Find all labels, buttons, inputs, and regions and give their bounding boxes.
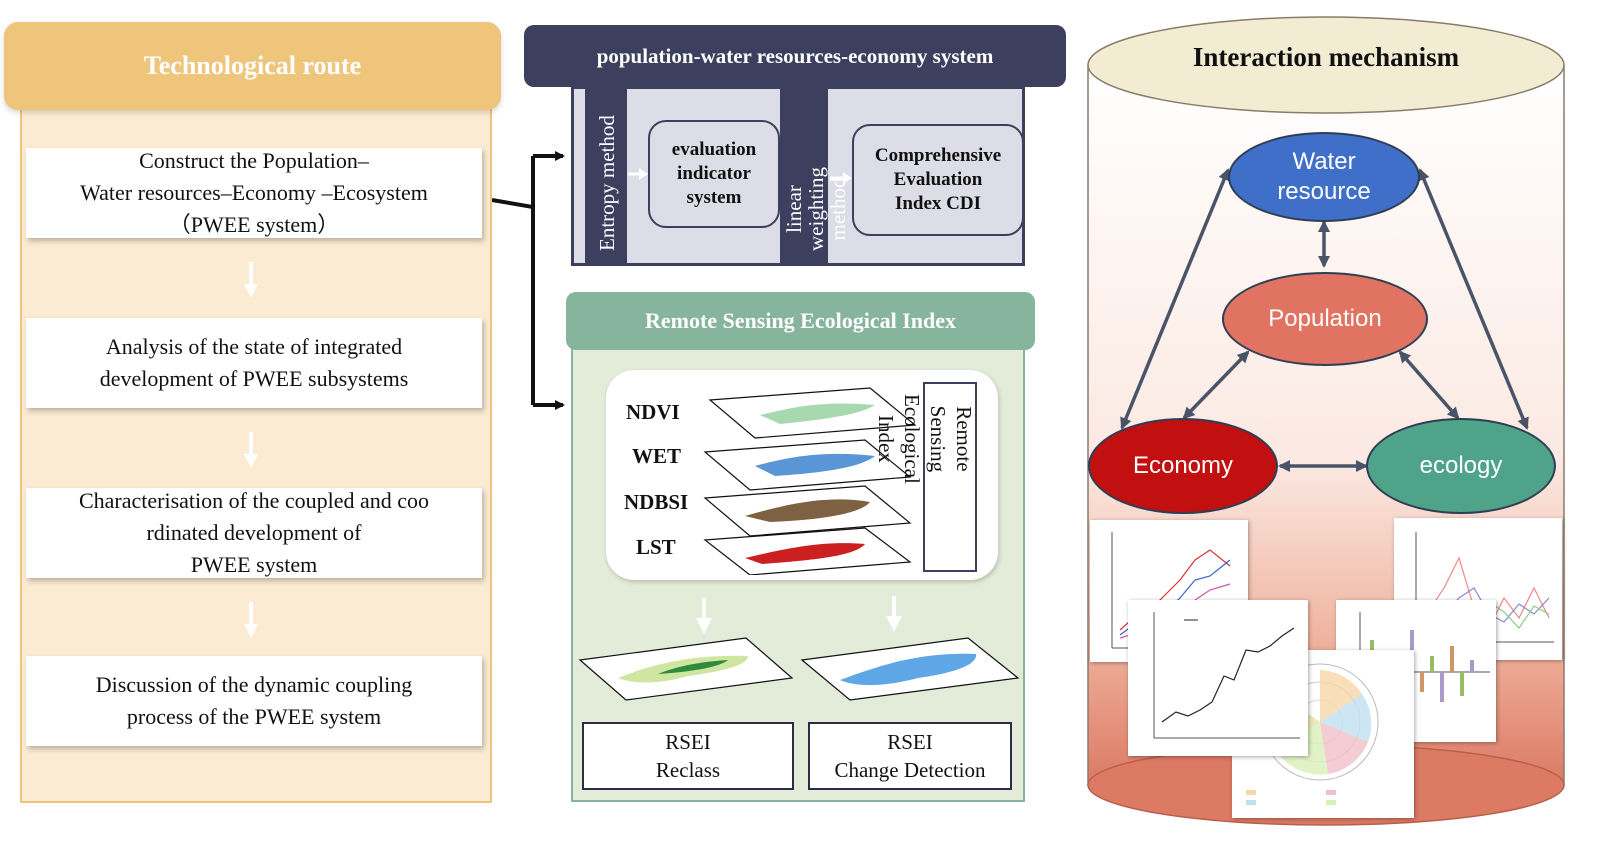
- node-economy: Economy: [1088, 418, 1278, 514]
- route-step-2: Analysis of the state of integrated deve…: [26, 318, 482, 408]
- wet-layer-map: [703, 439, 912, 491]
- node-ecology: ecology: [1366, 418, 1556, 514]
- entropy-method-label: Entropy method: [595, 115, 619, 251]
- down-arrow-icon: [886, 596, 902, 632]
- layer-label-lst: LST: [636, 535, 676, 559]
- arrow-water-economy: [1120, 168, 1230, 430]
- node-population: Population: [1222, 272, 1428, 366]
- layer-label-ndbsi: NDBSI: [624, 490, 689, 514]
- route-connector: [491, 151, 565, 410]
- route-step-4: Discussion of the dynamic coupling proce…: [26, 656, 482, 746]
- rsei-output-maps: [578, 637, 1020, 701]
- layer-label-ndvi: NDVI: [626, 400, 680, 424]
- arrow-water-ecology: [1418, 168, 1529, 430]
- arrow-right-icon: [628, 168, 648, 180]
- rsei-change-map: [800, 637, 1020, 701]
- technological-route-header: Technological route: [4, 22, 501, 110]
- pwe-system-title: population-water resources-economy syste…: [596, 43, 994, 68]
- rsei-change-detection-box: RSEI Change Detection: [808, 722, 1012, 790]
- route-step-1: Construct the Population– Water resource…: [26, 148, 482, 238]
- pwe-system-header: population-water resources-economy syste…: [524, 25, 1066, 87]
- down-arrow-icon: [244, 602, 258, 638]
- ndvi-layer-map: [708, 387, 917, 439]
- rs-layer-stack: [703, 387, 917, 575]
- route-step-3: Characterisation of the coupled and coo …: [26, 488, 482, 578]
- interaction-mechanism-title: Interaction mechanism: [1192, 42, 1460, 72]
- evaluation-indicator-box: evaluation indicator system: [648, 120, 780, 228]
- rsei-header: Remote Sensing Ecological Index: [566, 292, 1035, 350]
- down-arrow-icon: [244, 432, 258, 468]
- lst-layer-map: [703, 527, 912, 575]
- rsei-reclass-box: RSEI Reclass: [582, 722, 794, 790]
- down-arrow-icon: [244, 262, 258, 298]
- arrow-population-economy: [1182, 350, 1250, 420]
- technological-route-title: Technological route: [143, 51, 362, 80]
- arrow-population-ecology: [1398, 350, 1460, 420]
- linear-weighting-bar: linear weighting method: [780, 86, 850, 266]
- rsei-vertical-label: Remote Sensing Ecological Index: [874, 394, 976, 484]
- rsei-vertical-label-box: Remote Sensing Ecological Index: [874, 382, 977, 572]
- node-water-resource: Water resource: [1228, 132, 1420, 222]
- layer-label-wet: WET: [632, 444, 682, 468]
- cdi-box: Comprehensive Evaluation Index CDI: [852, 124, 1024, 236]
- interaction-arrows: [1120, 168, 1529, 472]
- down-arrow-icon: [696, 598, 712, 634]
- thumbnail-coupling-degree-chart: [1128, 600, 1308, 756]
- rsei-title: Remote Sensing Ecological Index: [644, 308, 957, 333]
- arrow-right-icon: [830, 172, 852, 184]
- ndbsi-layer-map: [703, 485, 912, 537]
- entropy-method-bar: Entropy method: [585, 86, 627, 266]
- rsei-reclass-map: [578, 637, 794, 701]
